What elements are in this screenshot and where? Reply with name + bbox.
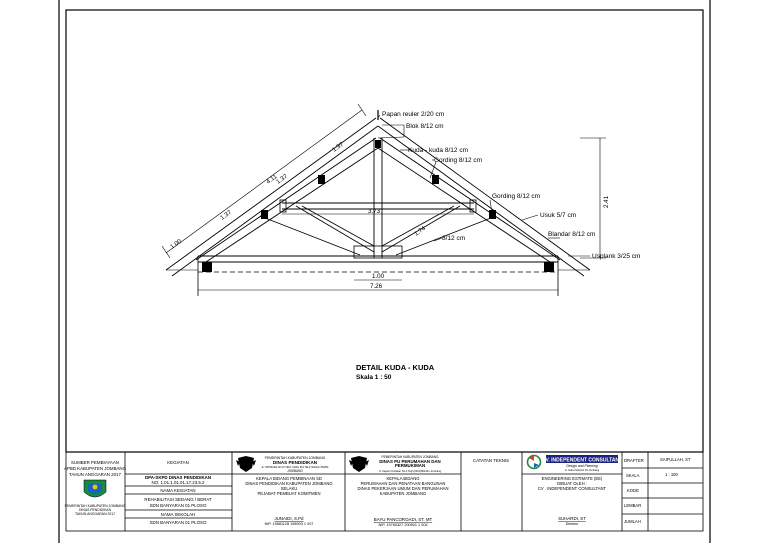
- dp-line4: JOMBANG: [287, 469, 303, 473]
- pu-line4: Jl. Kapten Tendean No.4 Telp.(0321)86142…: [379, 469, 442, 473]
- consultant-tagline: Design and Planning: [566, 464, 597, 468]
- drafter-value: SAIFULLAH, ST: [660, 457, 691, 462]
- source-line3: TAHUN ANGGARAN 2017: [69, 472, 121, 477]
- label-kuda-kuda: Kuda - kuda 8/12 cm: [408, 147, 468, 154]
- kegiatan-sekolah-label: NAMA SEKOLAH: [161, 512, 195, 517]
- catatan-header: CATATAN TEKNIS: [473, 458, 509, 463]
- consultant-name: SUHARDI, ST: [558, 516, 586, 521]
- dp-role4: PEJABAT PEMBUAT KOMITMEN: [258, 491, 321, 496]
- recycle-logo-icon: [526, 454, 542, 470]
- kegiatan-sdn: SDN BANYARAN 01 PLOSO: [150, 503, 207, 508]
- kegiatan-rehab: REHABILITASI SEDANG / BERAT: [144, 497, 211, 502]
- dinas-pendidikan: PEMERINTAH KABUPATEN JOMBANG DINAS PENDI…: [236, 456, 333, 526]
- source-line1: SUMBER PEMBIAYAAN: [71, 460, 119, 465]
- consultant-title: Direktur: [566, 522, 579, 526]
- source-line2: APBD KABUPATEN JOMBANG: [64, 466, 127, 471]
- dim-seg-2: 1.37: [275, 173, 289, 186]
- source-caption3: TAHUN ANGGARAN 2017: [75, 512, 115, 516]
- pu-role4: KABUPATEN JOMBANG: [380, 491, 427, 496]
- dim-overhang: 1.00: [169, 238, 183, 251]
- consultant-address: Jl. Gatot Subroto 15 Jombang: [565, 468, 600, 472]
- jumlah-label: JUMLAH: [624, 519, 641, 524]
- drawing-frame: [65, 9, 704, 453]
- dp-role3: SELAKU: [281, 486, 298, 491]
- label-gording-mid: Gording 8/12 cm: [492, 193, 540, 200]
- pu-name: BAYU PANCOROADI, ST. MT: [374, 517, 433, 522]
- label-skoor: 8/12 cm: [442, 235, 465, 242]
- kegiatan-dpa: DPA-SKPD DINAS PENDIDIKAN: [145, 475, 211, 480]
- dp-role2: DINAS PENDIDIKAN KABUPATEN JOMBANG: [245, 481, 332, 486]
- label-gording-top: Gording 8/12 cm: [434, 157, 482, 164]
- dp-line2: DINAS PENDIDIKAN: [273, 460, 318, 465]
- source-caption1: PEMERINTAH KABUPATEN JOMBANG: [65, 504, 126, 508]
- pu-nip: NIP. 19760327 200501 1 004: [378, 523, 427, 527]
- label-blandar: Blandar 8/12 cm: [548, 231, 595, 238]
- drafter-label: DRAFTER: [624, 458, 644, 463]
- pu-line2: DINAS PU PERUMAHAN DAN: [379, 459, 440, 464]
- dinas-pu: PEMERINTAH KABUPATEN JOMBANG DINAS PU PE…: [349, 455, 448, 527]
- dim-king-span: 3.73: [368, 208, 381, 215]
- dp-line1: PEMERINTAH KABUPATEN JOMBANG: [265, 456, 326, 460]
- skala-value: 1 : 100: [665, 472, 678, 477]
- kegiatan-column: KEGIATAN DPA-SKPD DINAS PENDIDIKAN NO: 1…: [144, 460, 211, 525]
- label-papan-reuler: Papan reuler 2/20 cm: [382, 111, 444, 118]
- pu-role1: KEPALA BIDANG: [387, 476, 420, 481]
- meta-table: DRAFTER SAIFULLAH, ST SKALA 1 : 100 KODE…: [624, 457, 691, 524]
- consultant-role1: ENGINEERING ESTIMATE (EE): [542, 476, 603, 481]
- kode-label: KODE: [627, 488, 639, 493]
- drawing-labels: Papan reuler 2/20 cm Blok 8/12 cm Kuda -…: [382, 111, 640, 260]
- lembar-label: LEMBAR: [624, 503, 641, 508]
- dp-nip: NIP. 19681128 198903 1 007: [265, 522, 314, 526]
- dim-span-total: 7.26: [370, 283, 383, 290]
- label-blok: Blok 8/12 cm: [406, 123, 444, 130]
- consultant-role2: DIBUAT OLEH :: [557, 481, 587, 486]
- garuda-emblem-icon: [236, 456, 256, 472]
- pu-line3: PERMUKIMAN: [395, 463, 425, 468]
- source-column: SUMBER PEMBIAYAAN APBD KABUPATEN JOMBANG…: [64, 460, 127, 516]
- dim-height: 2.41: [603, 195, 610, 208]
- dim-center-block: 1.00: [372, 273, 385, 280]
- kegiatan-nama-label: NAMA KEGIATAN: [160, 488, 195, 493]
- garuda-emblem-icon: [349, 456, 369, 472]
- kegiatan-header: KEGIATAN: [167, 460, 189, 465]
- dp-role1: KEPALA BIDANG PEMBINAAN SD: [256, 476, 322, 481]
- kegiatan-dpa-no: NO: 1.01.1.01.01.17.23.5.2: [152, 480, 206, 485]
- consultant-brand: CV. INDEPENDENT CONSULTANT: [542, 457, 622, 463]
- consultant-role3: CV . INDEPENDENT CONSULTANT: [538, 486, 607, 491]
- jombang-logo-icon: [83, 479, 107, 498]
- consultant-block: CV. INDEPENDENT CONSULTANT Design and Pl…: [526, 454, 622, 526]
- drawing-scale: Skala 1 : 50: [356, 374, 392, 381]
- roof-truss: [161, 103, 606, 296]
- pu-role2: PERUMAHAN DAN PENATAAN BANGUNAN: [361, 481, 446, 486]
- title-block: [65, 451, 704, 532]
- source-caption2: DINAS PENDIDIKAN: [79, 508, 112, 512]
- dim-seg-3: 1.37: [219, 209, 233, 222]
- pu-role3: DINAS PEKERJAAN UMUM DAN PERUMAHAN: [358, 486, 449, 491]
- skala-label: SKALA: [626, 473, 640, 478]
- dp-name: JUNAIDI, S.Pd: [274, 516, 304, 521]
- kegiatan-sekolah: SDN BANYARAN 01 PLOSO: [150, 520, 207, 525]
- label-usplank: Usplank 3/25 cm: [592, 253, 640, 260]
- drawing-title: DETAIL KUDA - KUDA: [356, 363, 435, 372]
- dp-line3: JL. PATIMURA NO.10 TELP. (0321) 861 TELP…: [261, 466, 329, 469]
- label-usuk: Usuk 5/7 cm: [540, 212, 576, 219]
- pu-line1: PEMERINTAH KABUPATEN JOMBANG: [381, 455, 439, 459]
